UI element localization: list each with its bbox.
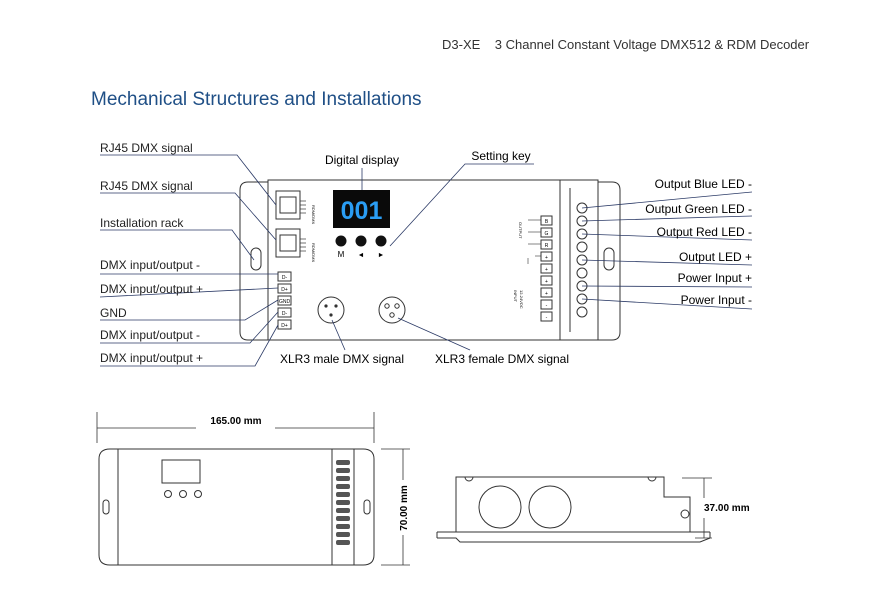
section-title: Mechanical Structures and Installations bbox=[91, 89, 422, 110]
svg-text:D-: D- bbox=[282, 275, 288, 281]
device-front-view bbox=[98, 448, 375, 566]
label-digital-display: Digital display bbox=[325, 153, 399, 167]
label-dmx-plus-1: DMX input/output + bbox=[100, 282, 203, 296]
width-dimension-label: 165.00 mm bbox=[210, 416, 261, 427]
device-top-view bbox=[239, 179, 621, 341]
svg-text:+: + bbox=[545, 279, 548, 285]
left-mount-slot bbox=[250, 247, 262, 271]
label-dmx-minus-1: DMX input/output - bbox=[100, 258, 200, 272]
label-power-plus: Power Input + bbox=[678, 271, 752, 285]
voltage-board-label: 12-24VDC bbox=[519, 290, 524, 309]
product-description: 3 Channel Constant Voltage DMX512 & RDM … bbox=[494, 37, 810, 52]
output-terminals: B G R + + + + - - bbox=[540, 215, 553, 322]
label-rj45-2: RJ45 DMX signal bbox=[100, 179, 193, 193]
right-key[interactable] bbox=[375, 235, 387, 247]
right-flange bbox=[597, 181, 621, 341]
label-installation-rack: Installation rack bbox=[100, 216, 184, 230]
rj45-pins bbox=[300, 200, 306, 252]
dimension-depth bbox=[682, 477, 712, 539]
height-dimension-label: 70.00 mm bbox=[399, 485, 410, 531]
left-flange bbox=[239, 181, 269, 341]
model-name: D3-XE bbox=[442, 37, 481, 52]
display-digits: 001 bbox=[341, 197, 383, 225]
m-key-label: M bbox=[338, 250, 345, 259]
internal-wiring bbox=[527, 219, 541, 264]
svg-text:D-: D- bbox=[282, 311, 288, 317]
svg-text:+: + bbox=[545, 291, 548, 297]
dmx-terminals: D- D+ GND D- D+ bbox=[277, 271, 292, 330]
right-mount-slot bbox=[603, 247, 615, 271]
svg-text:R: R bbox=[545, 243, 549, 249]
xlr-male-connector bbox=[317, 296, 345, 324]
svg-text:B: B bbox=[545, 219, 549, 225]
svg-text:GND: GND bbox=[279, 299, 291, 305]
dimension-width bbox=[96, 412, 375, 443]
label-rj45-1: RJ45 DMX signal bbox=[100, 141, 193, 155]
label-power-minus: Power Input - bbox=[681, 293, 752, 307]
input-board-label: INPUT bbox=[513, 290, 518, 303]
label-xlr-female: XLR3 female DMX signal bbox=[435, 352, 569, 366]
label-xlr-male: XLR3 male DMX signal bbox=[280, 352, 404, 366]
svg-text:D+: D+ bbox=[281, 323, 288, 329]
svg-text:+: + bbox=[545, 267, 548, 273]
xlr-female-connector bbox=[378, 296, 406, 324]
svg-text:-: - bbox=[546, 303, 548, 309]
front-terminal-screws bbox=[336, 460, 350, 545]
label-output-blue: Output Blue LED - bbox=[655, 177, 752, 191]
header: D3-XE 3 Channel Constant Voltage DMX512 … bbox=[442, 37, 809, 52]
svg-text:G: G bbox=[545, 231, 549, 237]
left-labels: RJ45 DMX signal RJ45 DMX signal Installa… bbox=[100, 141, 203, 365]
label-output-red: Output Red LED - bbox=[657, 225, 752, 239]
m-key[interactable] bbox=[335, 235, 347, 247]
label-gnd: GND bbox=[100, 306, 127, 320]
svg-text:-: - bbox=[546, 315, 548, 321]
callout-lines bbox=[99, 154, 753, 367]
dimension-height bbox=[381, 448, 410, 566]
left-key[interactable] bbox=[355, 235, 367, 247]
rj45-port-1-inner bbox=[279, 196, 297, 214]
svg-text:+: + bbox=[545, 255, 548, 261]
label-output-green: Output Green LED - bbox=[645, 202, 752, 216]
svg-text:D+: D+ bbox=[281, 287, 288, 293]
xlr-pins bbox=[324, 303, 400, 318]
label-setting-key: Setting key bbox=[471, 149, 530, 163]
device-side-view bbox=[436, 476, 711, 543]
output-board-label: OUTPUT bbox=[518, 222, 523, 239]
label-dmx-minus-2: DMX input/output - bbox=[100, 328, 200, 342]
rj45-port-2-inner bbox=[279, 234, 297, 252]
right-key-label: ► bbox=[378, 252, 385, 259]
rj45-1-text: RDM/DMX bbox=[311, 205, 316, 224]
digital-display bbox=[333, 190, 390, 228]
label-dmx-plus-2: DMX input/output + bbox=[100, 351, 203, 365]
label-output-led-plus: Output LED + bbox=[679, 250, 752, 264]
right-labels: Output Blue LED - Output Green LED - Out… bbox=[645, 177, 752, 307]
depth-dimension-label: 37.00 mm bbox=[704, 503, 750, 514]
rj45-2-text: RDM/DMX bbox=[311, 243, 316, 262]
left-key-label: ◄ bbox=[358, 252, 365, 259]
